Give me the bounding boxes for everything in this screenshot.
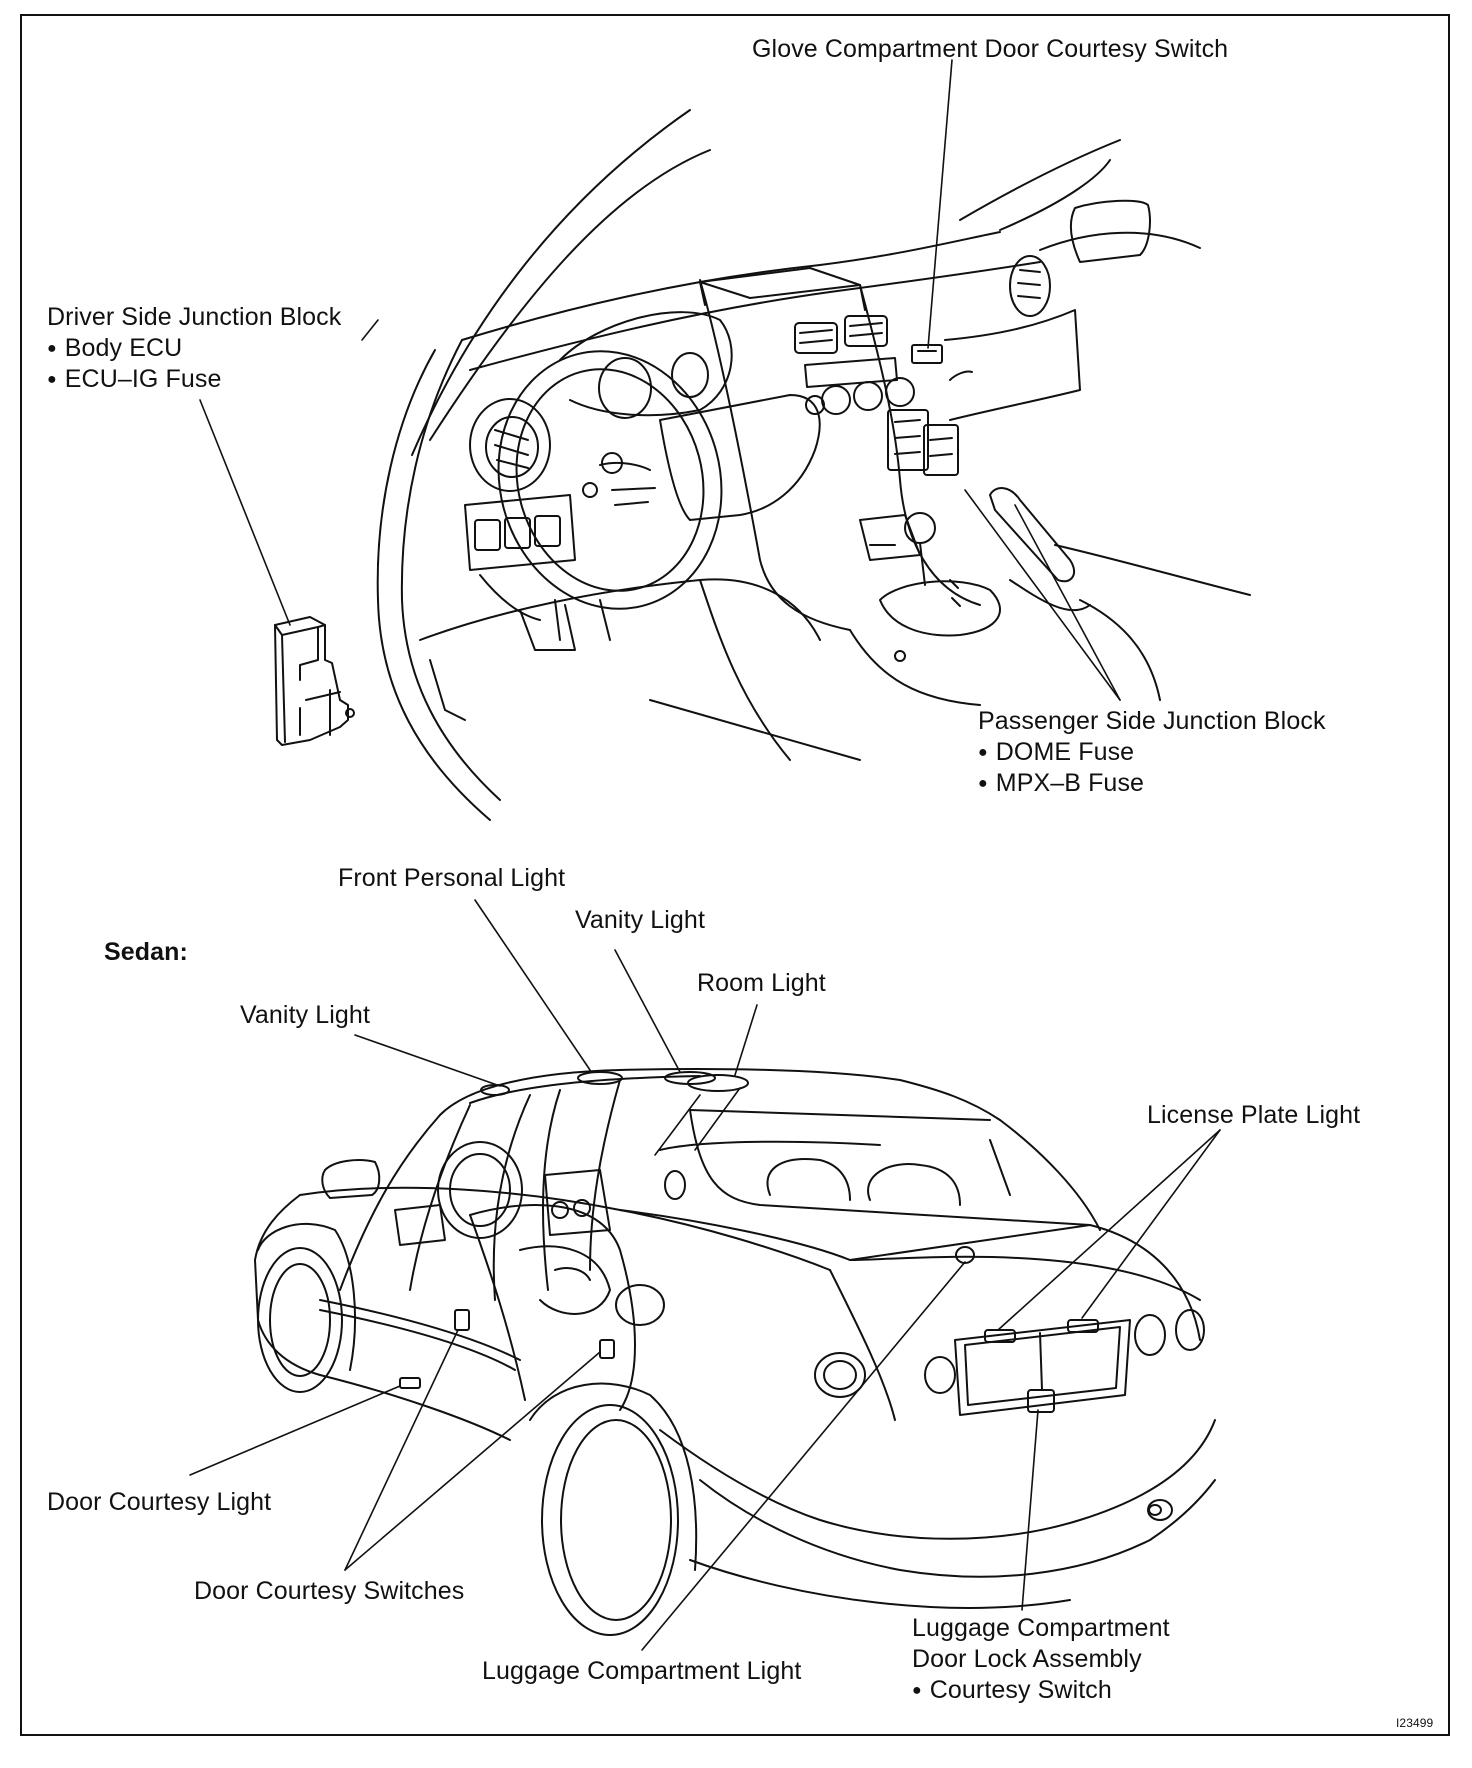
label-vanity-light-left: Vanity Light bbox=[240, 1001, 370, 1029]
label-door-courtesy-light: Door Courtesy Light bbox=[47, 1488, 272, 1516]
label-front-personal-light: Front Personal Light bbox=[338, 864, 566, 892]
label-dome-fuse: DOME Fuse bbox=[978, 737, 1134, 771]
junction-block-drawing bbox=[274, 616, 355, 746]
diagram-frame bbox=[20, 14, 1450, 1736]
label-glove-compartment-switch: Glove Compartment Door Courtesy Switch bbox=[752, 35, 1229, 63]
leader-lines-bottom bbox=[189, 899, 1221, 1651]
label-door-courtesy-switches: Door Courtesy Switches bbox=[194, 1577, 465, 1605]
label-room-light: Room Light bbox=[697, 969, 826, 997]
label-driver-junction-block: Driver Side Junction Block bbox=[47, 303, 342, 331]
label-door-lock-assembly: Door Lock Assembly bbox=[912, 1645, 1142, 1673]
label-body-ecu: Body ECU bbox=[47, 333, 182, 367]
leader-lines-top bbox=[199, 59, 1121, 701]
label-license-plate-light: License Plate Light bbox=[1147, 1101, 1361, 1129]
label-courtesy-switch: Courtesy Switch bbox=[912, 1675, 1112, 1709]
dashboard-interior-drawing bbox=[376, 109, 1251, 821]
label-luggage-compartment: Luggage Compartment bbox=[912, 1614, 1170, 1642]
label-sedan: Sedan: bbox=[104, 938, 188, 966]
label-ecu-ig-fuse: ECU–IG Fuse bbox=[47, 364, 222, 398]
label-mpx-b-fuse: MPX–B Fuse bbox=[978, 768, 1144, 802]
label-passenger-junction-block: Passenger Side Junction Block bbox=[978, 707, 1326, 735]
label-luggage-compartment-light: Luggage Compartment Light bbox=[482, 1657, 802, 1685]
label-vanity-light-right: Vanity Light bbox=[575, 906, 705, 934]
sedan-rear-view-drawing bbox=[254, 1068, 1216, 1636]
figure-id: I23499 bbox=[1396, 1716, 1434, 1730]
